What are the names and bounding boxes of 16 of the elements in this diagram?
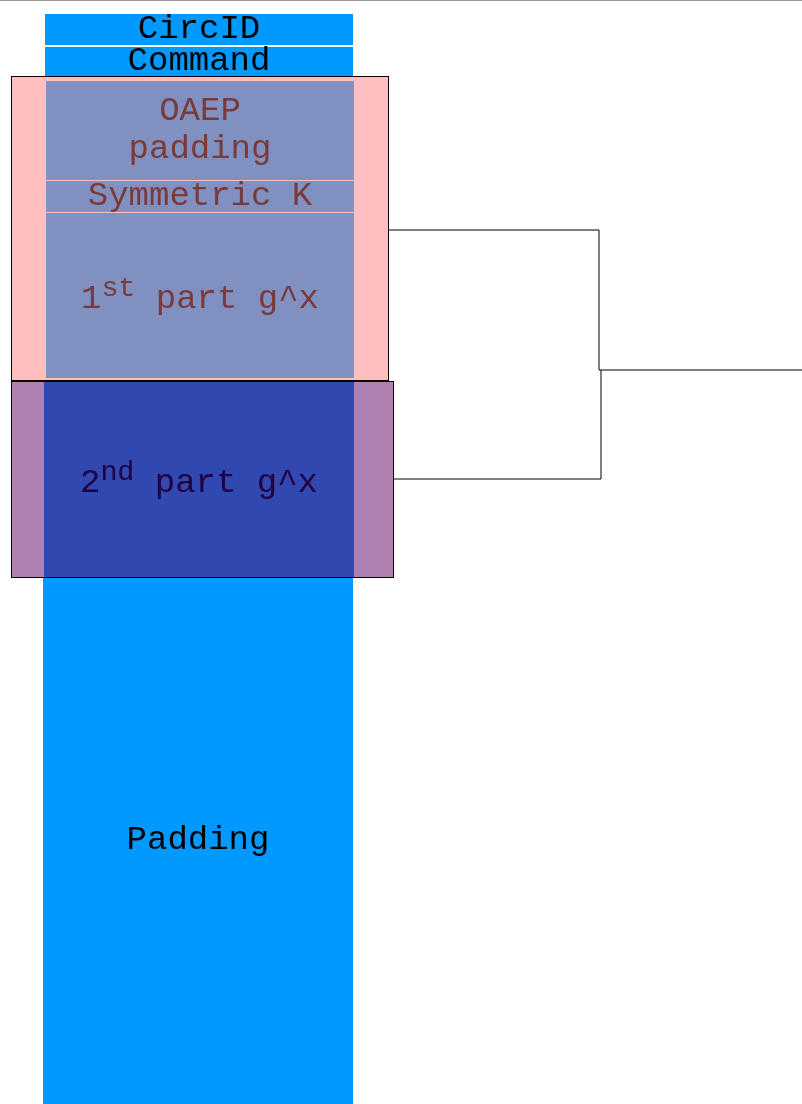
field-box xyxy=(46,81,354,180)
field-box xyxy=(46,213,354,378)
field-label: 2$^{nd}$ part g^x xyxy=(79,456,318,503)
field-label: 1$^{st}$ part g^x xyxy=(80,272,319,319)
padding-box xyxy=(43,578,353,1104)
encrypted-region-box xyxy=(11,76,389,381)
field-box xyxy=(46,181,354,212)
field-label: Symmetric K xyxy=(87,177,313,216)
field-box xyxy=(45,14,353,45)
field-box xyxy=(45,47,353,76)
second-region-box xyxy=(11,381,394,578)
bracket-line xyxy=(388,229,802,371)
field-label: OAEP padding xyxy=(127,93,273,168)
field-label: Padding xyxy=(126,822,270,860)
bracket-line xyxy=(393,369,602,480)
field-box xyxy=(44,382,354,577)
